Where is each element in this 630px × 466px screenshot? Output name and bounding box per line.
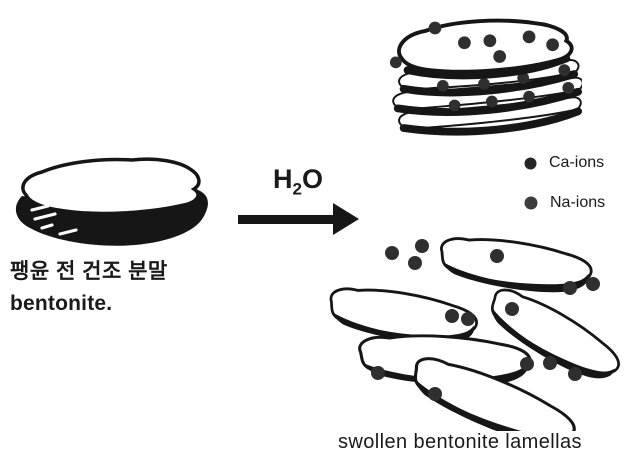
- na-ion-dot: [586, 277, 600, 291]
- ca-ion-dot: [436, 79, 449, 92]
- na-ion-dot: [371, 366, 385, 380]
- legend-label-ca: Ca-ions: [549, 154, 605, 171]
- ca-ion-dot: [478, 78, 490, 90]
- ion-legend: Ca-ions Na-ions: [524, 153, 605, 233]
- na-ion-dot: [408, 256, 422, 270]
- na-ion-dot: [428, 387, 442, 401]
- lamella-layer-2-edge: [399, 70, 579, 97]
- legend-item-na: Na-ions: [524, 193, 605, 213]
- na-ion-dot: [563, 281, 577, 295]
- stacked-lamellas-figure: [386, 12, 582, 147]
- stacked-lamellas-illustration: [389, 18, 582, 136]
- na-ion-dot: [490, 249, 504, 263]
- h2o-o: O: [301, 164, 323, 194]
- ca-ion-dot: [546, 38, 559, 52]
- caption-korean: 팽윤 전 건조 분말: [10, 260, 168, 283]
- layer-hatch-marks: [30, 204, 78, 236]
- ca-ion-dot: [458, 36, 471, 50]
- ca-ion-icon: [524, 157, 537, 169]
- na-ion-dot: [505, 302, 519, 316]
- dried-bentonite-illustration: [15, 157, 208, 246]
- na-ion-dot: [445, 309, 459, 323]
- na-ion-dot: [520, 357, 534, 371]
- ca-ion-dot: [448, 99, 461, 112]
- ca-ion-dot: [389, 56, 402, 69]
- lamella-layer-3-edge: [393, 87, 582, 116]
- right-arrow-icon: [238, 203, 359, 235]
- ca-ion-dot: [517, 72, 530, 84]
- ca-ion-dot: [562, 81, 575, 94]
- legend-label-na: Na-ions: [550, 194, 606, 211]
- caption-bentonite: bentonite.: [10, 291, 113, 315]
- reaction-arrow: [238, 198, 360, 240]
- ca-ion-dot: [428, 21, 442, 35]
- h2o-sub: 2: [292, 179, 302, 199]
- swollen-lamellas-figure: [328, 216, 630, 431]
- ca-ion-dot: [558, 64, 571, 77]
- na-ion-dot: [385, 246, 399, 260]
- h2o-label: H2O: [250, 164, 346, 199]
- ca-ion-dot: [483, 34, 497, 48]
- h2o-h: H: [273, 164, 293, 194]
- na-ion-dot: [543, 356, 557, 370]
- lamella-layer-4-edge: [399, 107, 582, 136]
- left-caption: 팽윤 전 건조 분말 bentonite.: [10, 256, 240, 319]
- na-ion-dot: [461, 312, 475, 326]
- ca-ion-dot: [523, 90, 535, 103]
- dried-bentonite-figure: [10, 150, 215, 250]
- ca-ion-dot: [522, 30, 536, 44]
- ca-ion-dot: [485, 95, 498, 108]
- legend-item-ca: Ca-ions: [524, 153, 605, 173]
- ca-ion-dot: [493, 50, 507, 63]
- na-ion-dot: [415, 239, 429, 253]
- swollen-lamellas-illustration: [328, 229, 628, 431]
- lamella-layer-1-face: [397, 18, 574, 74]
- swollen-caption: swollen bentonite lamellas: [338, 431, 582, 453]
- dried-bentonite-top-face: [21, 157, 201, 216]
- na-ion-icon: [524, 196, 538, 210]
- na-ion-dot: [568, 367, 582, 381]
